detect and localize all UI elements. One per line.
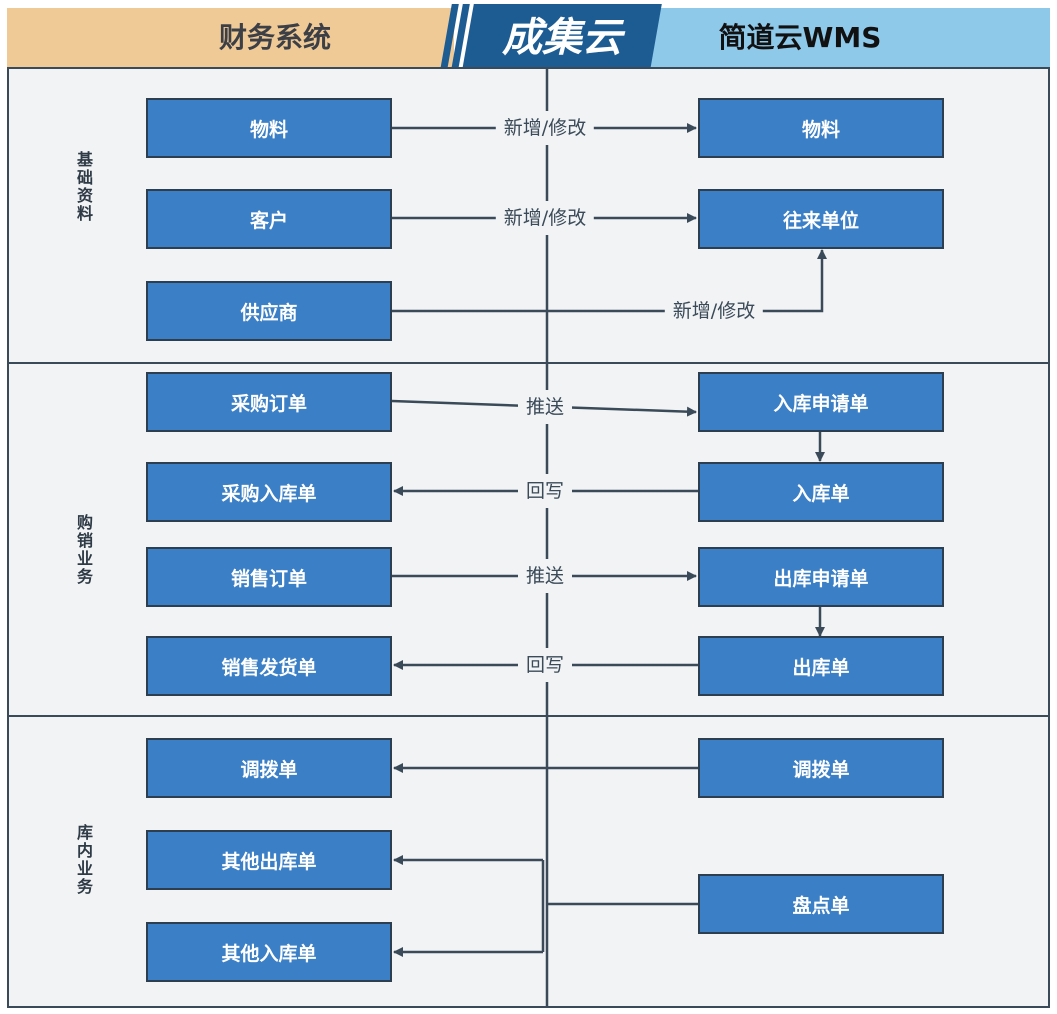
node-finance-other-outbound: 其他出库单 bbox=[146, 830, 392, 890]
edge-label-supplier-sync: 新增/修改 bbox=[664, 294, 764, 328]
node-finance-material: 物料 bbox=[146, 98, 392, 158]
header-wms-title: 简道云WMS bbox=[718, 21, 882, 54]
edge-label-material-sync: 新增/修改 bbox=[495, 111, 595, 145]
node-finance-purchase-order: 采购订单 bbox=[146, 372, 392, 432]
edge-label-customer-sync: 新增/修改 bbox=[495, 201, 595, 235]
node-wms-stocktake: 盘点单 bbox=[698, 874, 944, 934]
supplier-sync-arrow bbox=[392, 249, 827, 313]
header-finance-title: 财务系统 bbox=[218, 21, 331, 54]
edge-label-sales-push: 推送 bbox=[517, 559, 573, 593]
node-finance-supplier: 供应商 bbox=[146, 281, 392, 341]
section-label-trade: 购销业务 bbox=[74, 514, 93, 586]
divider bbox=[7, 1006, 1050, 1008]
section-label-basic: 基础资料 bbox=[74, 151, 93, 223]
node-finance-customer: 客户 bbox=[146, 189, 392, 249]
edge-label-purchase-writeback: 回写 bbox=[517, 474, 573, 508]
edge-label-sales-writeback: 回写 bbox=[517, 648, 573, 682]
divider bbox=[7, 67, 1050, 69]
header-finance-bar bbox=[7, 8, 454, 68]
node-wms-outbound: 出库单 bbox=[698, 636, 944, 696]
header-wms-bar bbox=[650, 8, 1050, 68]
divider bbox=[7, 715, 1050, 717]
divider bbox=[7, 362, 1050, 364]
node-wms-inbound: 入库单 bbox=[698, 462, 944, 522]
node-finance-sales-delivery: 销售发货单 bbox=[146, 636, 392, 696]
header-platform-title: 成集云 bbox=[502, 15, 622, 61]
node-finance-sales-order: 销售订单 bbox=[146, 547, 392, 607]
node-wms-partner: 往来单位 bbox=[698, 189, 944, 249]
node-finance-transfer: 调拨单 bbox=[146, 738, 392, 798]
node-wms-material: 物料 bbox=[698, 98, 944, 158]
node-wms-transfer: 调拨单 bbox=[698, 738, 944, 798]
node-finance-other-inbound: 其他入库单 bbox=[146, 922, 392, 982]
node-wms-outbound-request: 出库申请单 bbox=[698, 547, 944, 607]
node-wms-inbound-request: 入库申请单 bbox=[698, 372, 944, 432]
edge-label-purchase-push: 推送 bbox=[517, 390, 573, 424]
section-label-warehouse: 库内业务 bbox=[74, 824, 93, 896]
node-finance-purchase-inbound: 采购入库单 bbox=[146, 462, 392, 522]
